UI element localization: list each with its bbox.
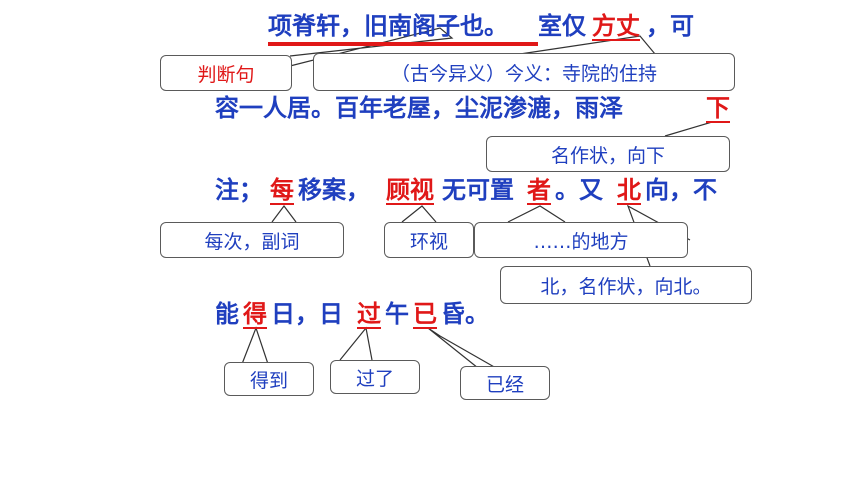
connector-gushi [401,205,437,223]
line2-main: 容一人居。百年老屋，尘泥渗漉，雨泽 [215,94,623,122]
line4-riri: 日，日 [271,300,343,328]
word-bei: 北 [617,176,641,204]
note-xia: 名作状，向下 [486,136,730,172]
word-mei: 每 [270,176,294,204]
word-gushi: 顾视 [386,176,434,204]
line1-ke: ，可 [646,12,694,40]
note-guo: 过了 [330,360,420,394]
note-judgement: 判断句 [160,55,292,91]
note-mei: 每次，副词 [160,222,344,258]
line4-neng: 能 [215,300,239,328]
line4-hun: 昏。 [441,300,489,328]
note-gushi: 环视 [384,222,474,258]
line1-sentence-judgement: 项脊轩，旧南阁子也。 [268,12,508,40]
line3-wukezhi: 无可置 [442,176,514,204]
connector-yi [427,327,497,369]
connector-de [241,326,269,365]
line3-zhu: 注； [215,176,263,204]
judgement-sentence-underline [268,42,538,46]
word-yi: 已 [413,300,437,328]
connector-mei [271,205,297,223]
connector-guo [339,326,373,361]
connector-zhe [507,205,566,223]
word-guo: 过 [357,300,381,328]
word-zhe: 者 [527,176,551,204]
word-fangzhang: 方丈 [592,12,640,40]
line3-xiangbu: 向，不 [645,176,717,204]
line3-yian: 移案， [298,176,370,204]
note-bei: 北，名作状，向北。 [500,266,752,304]
note-fangzhang: （古今异义）今义：寺院的住持 [313,53,735,91]
word-de: 得 [243,300,267,328]
word-xia: 下 [706,94,730,122]
line3-you: 。又 [555,176,603,204]
note-zhe: ……的地方 [474,222,688,258]
line4-wu: 午 [385,300,409,328]
line1-shijin: 室仅 [538,12,586,40]
note-yi: 已经 [460,366,550,400]
note-de: 得到 [224,362,314,396]
connector-xia [664,121,722,137]
